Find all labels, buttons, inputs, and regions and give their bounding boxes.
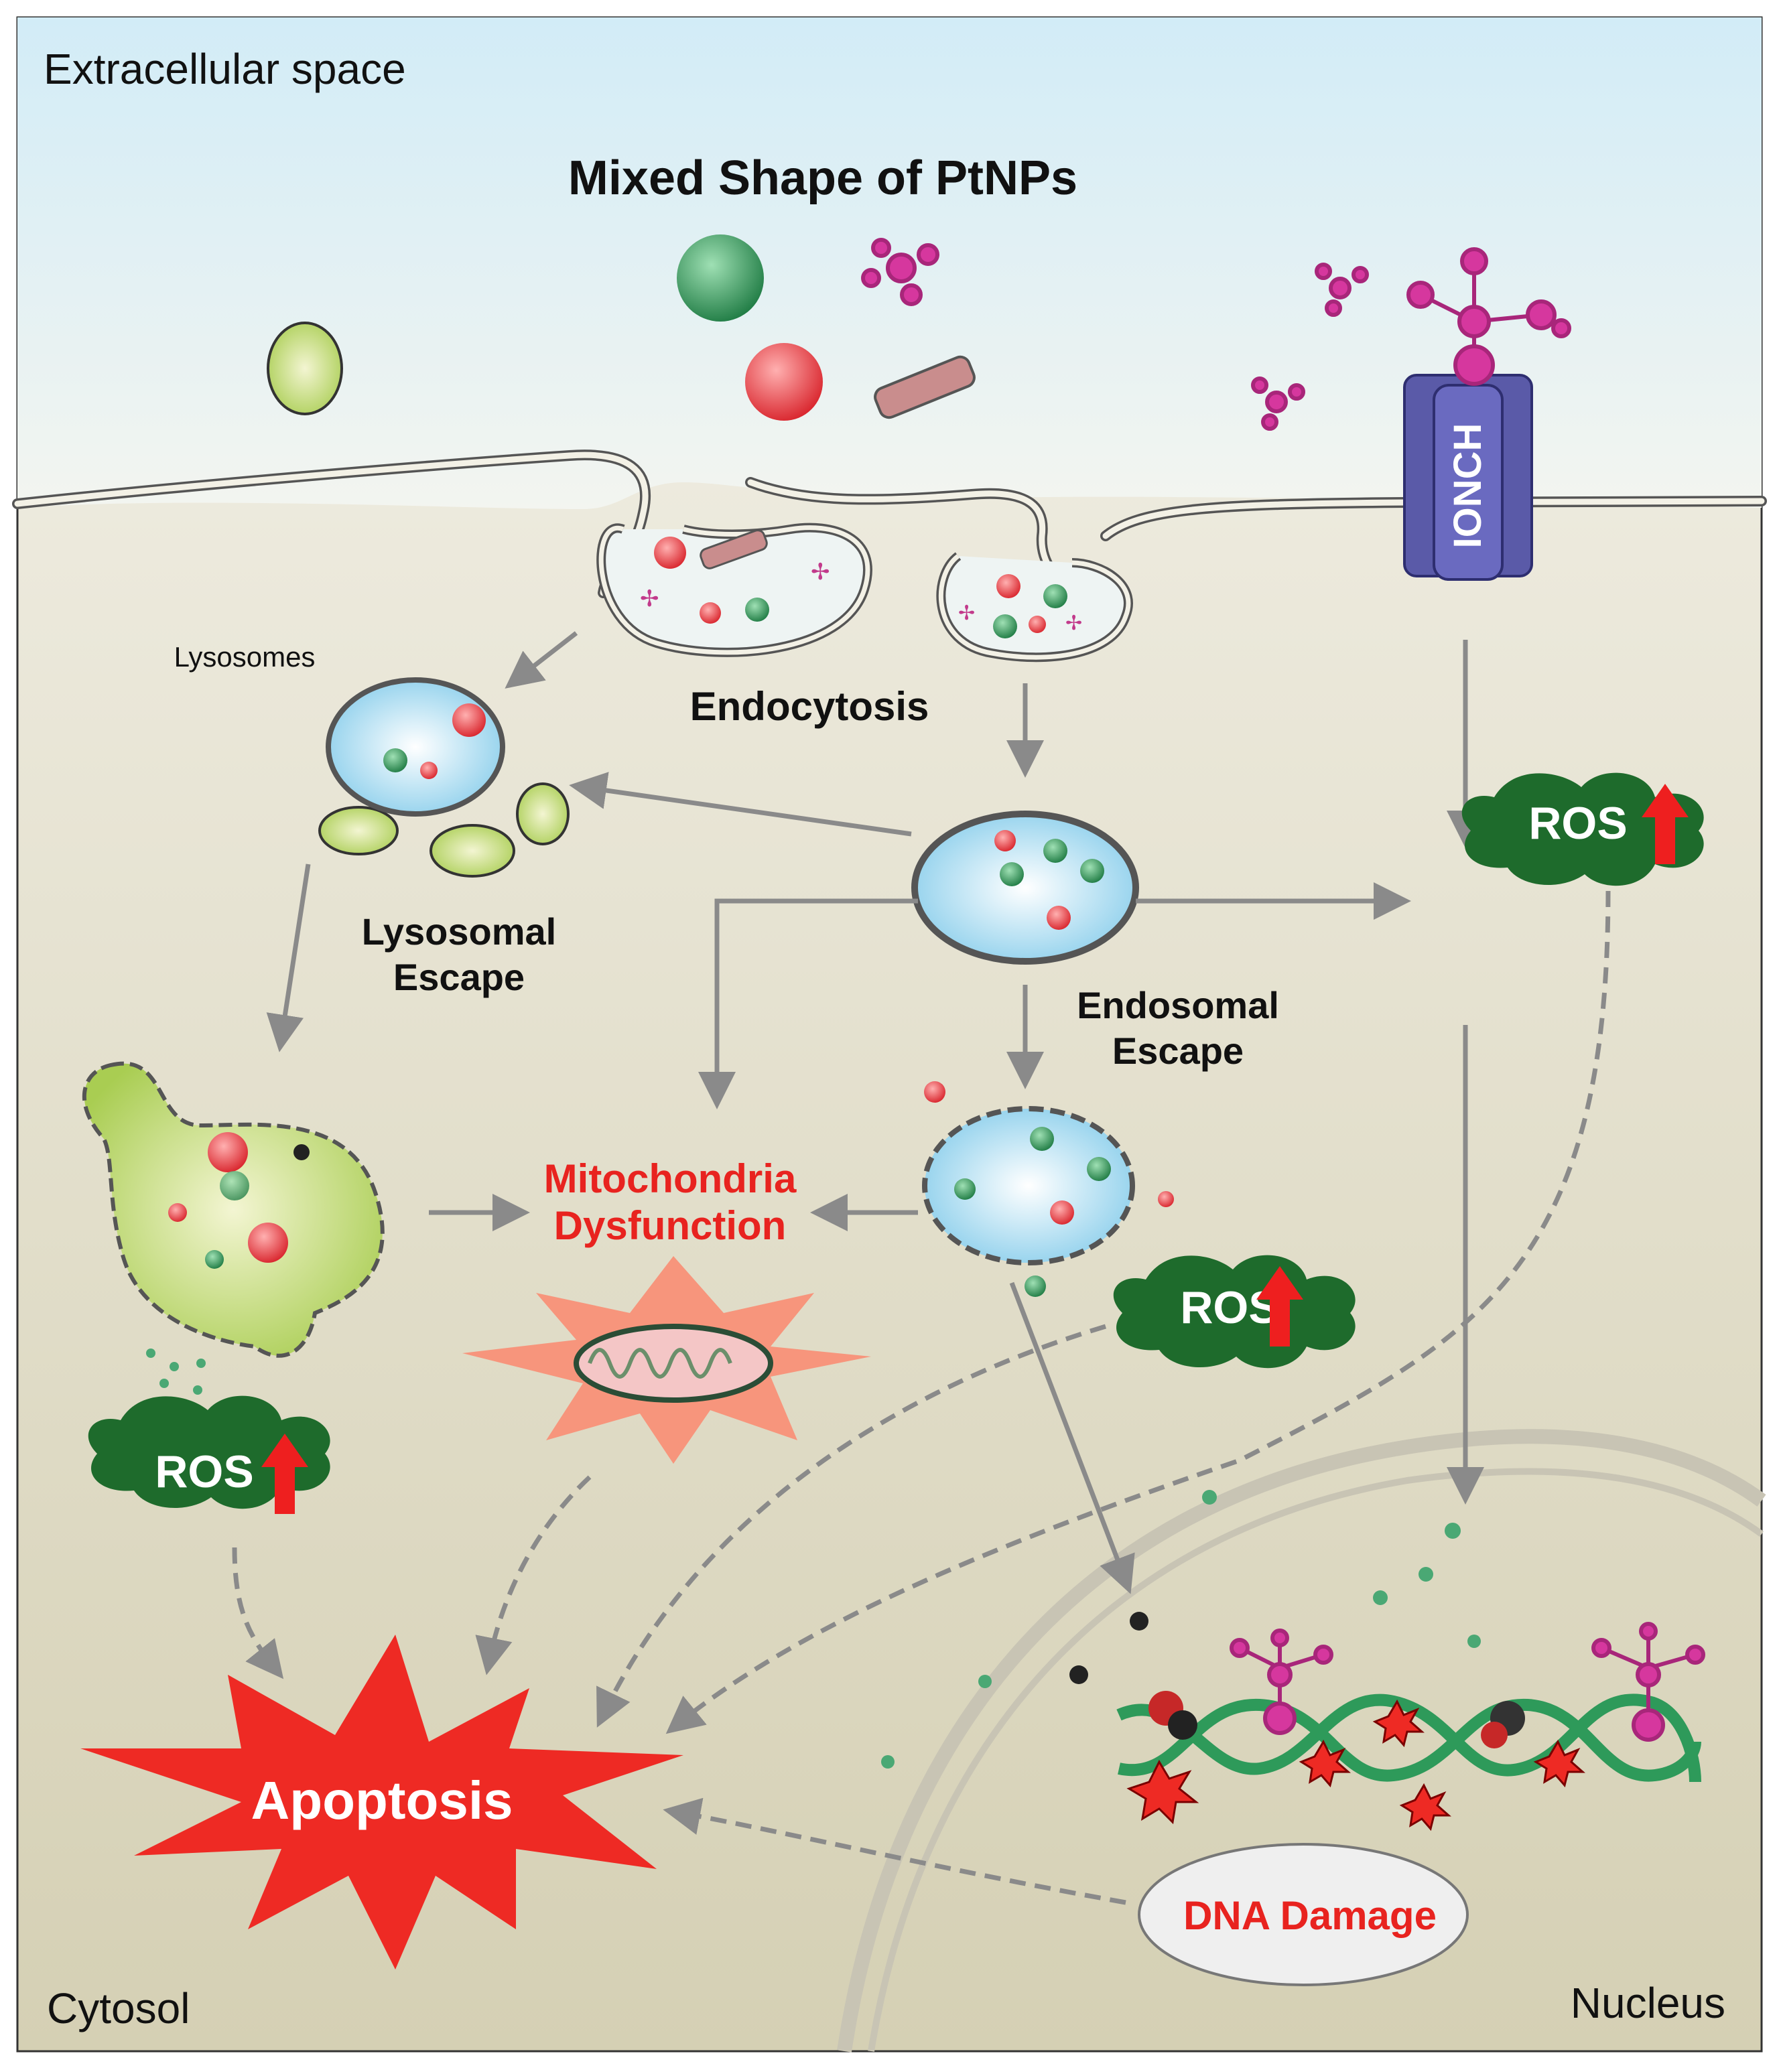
released-particles [146,1349,206,1395]
mitochondrion [574,1324,773,1403]
ion-channel: IONCH [1403,374,1533,581]
nuclear-particles [881,1490,1481,1769]
nucleus-label: Nucleus [1571,1979,1725,2027]
cell-membrane [12,450,1767,598]
arrows-solid [266,631,1484,1594]
mixed-shape-title: Mixed Shape of PtNPs [568,151,1077,205]
pt-molecules-extracellular [861,238,1571,431]
mitochondria-label-1: Mitochondria [544,1156,797,1201]
dna-damage-label: DNA Damage [1183,1893,1437,1938]
ionch-label: IONCH [1446,423,1490,549]
lysosomes-label: Lysosomes [174,641,316,673]
pt-nanoparticles-extracellular [677,234,976,421]
endosomal-escape-label-1: Endosomal [1077,984,1279,1026]
svg-text:ROS: ROS [1180,1282,1278,1333]
cytosol-label: Cytosol [47,1984,190,2032]
endocytosis-label: Endocytosis [690,684,929,729]
apoptosis-label: Apoptosis [251,1771,513,1830]
svg-text:✢: ✢ [958,602,975,624]
lysosomal-escape-label-2: Escape [393,956,525,998]
svg-text:✢: ✢ [640,586,659,612]
svg-text:ROS: ROS [1528,798,1627,849]
mitochondria-label-2: Dysfunction [554,1203,787,1248]
nuclear-envelope [837,1429,1766,2053]
ruptured-lysosome [82,1061,385,1358]
endosome [911,811,1139,965]
extracellular-space-label: Extracellular space [44,45,406,93]
ros-badge-2: ROS [1113,1255,1356,1369]
apoptosis-star [80,1635,683,1970]
arrows-dashed [232,890,1611,1905]
lysosomal-escape-label-1: Lysosomal [362,910,556,953]
mitochondria-star [462,1256,871,1464]
ros-badge-1: ROS [1461,772,1704,886]
svg-text:ROS: ROS [155,1446,253,1497]
endocytic-pit-left: ✢ ✢ [596,523,872,657]
black-particle [1130,1612,1148,1631]
black-particle [1069,1665,1088,1684]
escaping-endosome [922,1081,1174,1297]
ros-badge-3: ROS [88,1395,330,1514]
lysosome-cluster [267,322,570,878]
endosomal-escape-label-2: Escape [1112,1030,1244,1072]
dna-helix [1116,1622,1705,1832]
dna-damage-oval [1138,1843,1469,1986]
endocytic-pit-right: ✢ ✢ [936,552,1133,663]
svg-text:✢: ✢ [811,559,830,585]
svg-text:✢: ✢ [1065,612,1082,634]
